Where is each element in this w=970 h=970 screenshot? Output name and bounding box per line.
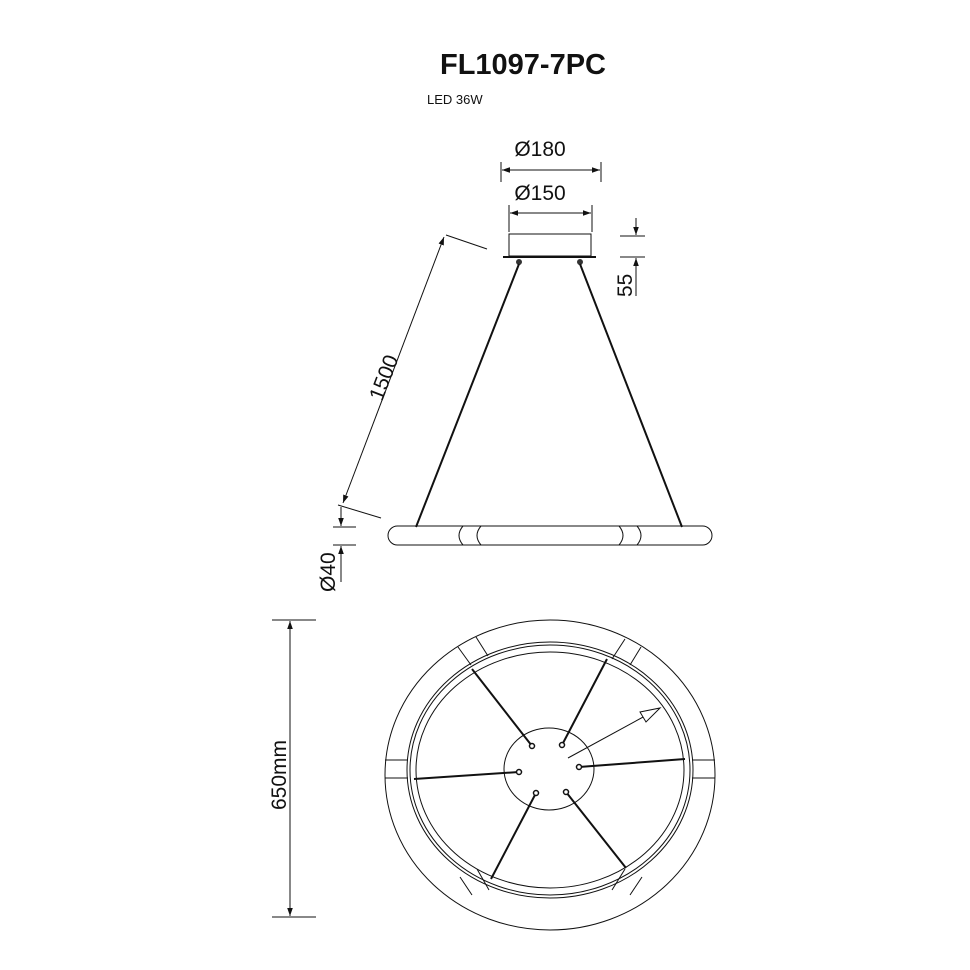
- product-title: FL1097-7PC: [440, 49, 606, 81]
- inner-ring: [415, 651, 685, 889]
- dimension-canopy-outer: Ø180: [500, 138, 602, 182]
- cable-clamp-right: [577, 259, 583, 265]
- mount-points: [515, 741, 583, 797]
- dimension-label: 1500: [365, 352, 403, 404]
- product-subtitle: LED 36W: [427, 92, 483, 107]
- dimension-label: 55: [614, 274, 637, 297]
- canopy: [508, 233, 592, 257]
- dimension-canopy-height: 55: [614, 218, 645, 297]
- cable-clamp-left: [516, 259, 522, 265]
- ring-side: [387, 525, 713, 546]
- ring-outer-edge: [384, 619, 716, 931]
- cable-right: [579, 263, 683, 528]
- ring-inner-edge: [406, 641, 694, 899]
- top-view: [384, 619, 716, 931]
- radius-arrow: [567, 715, 646, 759]
- canopy-top: [503, 727, 595, 811]
- dimension-label: Ø180: [514, 138, 565, 161]
- dimension-label: 650mm: [268, 740, 291, 810]
- dimension-ring-diameter: 650mm: [268, 619, 316, 918]
- dimension-ring-thickness: Ø40: [317, 507, 356, 592]
- support-rods: [413, 658, 686, 880]
- side-view: [387, 233, 713, 546]
- dimension-label: Ø40: [317, 552, 340, 592]
- ring-joints: [458, 525, 642, 546]
- ring-joints-top: [385, 636, 715, 896]
- dimension-canopy-inner: Ø150: [508, 182, 593, 232]
- cable-left: [415, 263, 520, 528]
- dimension-label: Ø150: [514, 182, 565, 205]
- dimension-cable-length: 1500: [337, 234, 488, 519]
